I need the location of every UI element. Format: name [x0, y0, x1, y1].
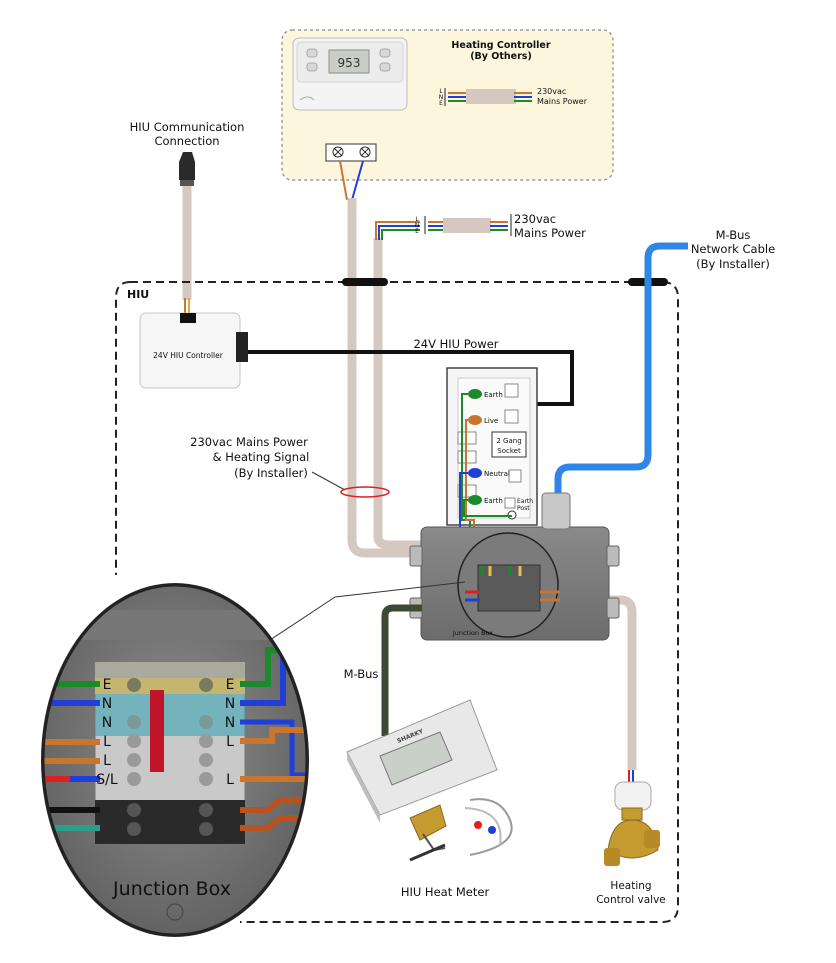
- thermostat-display: 953: [338, 56, 361, 70]
- lens-leader: [269, 596, 336, 641]
- mains-power-top-label: 230vac: [537, 87, 566, 96]
- mains-power-mid-label: 230vac: [514, 212, 556, 226]
- junction-box-small: [409, 492, 620, 641]
- socket-earth-post-label-2: Post: [517, 505, 530, 512]
- socket-2gang-label: 2 Gang: [496, 437, 521, 445]
- mbus-network-cable: [554, 242, 688, 600]
- mains-cable-top: [444, 88, 532, 106]
- socket-earth-post-label: Earth: [517, 498, 533, 505]
- mains-power-mid-label-2: Mains Power: [514, 226, 586, 240]
- neutral-terminal-icon: [468, 468, 482, 478]
- mains-heating-label-2: & Heating Signal: [213, 450, 310, 464]
- terminal-right-n1: N: [225, 696, 235, 712]
- junction-box-small-label: Junction Box: [452, 629, 493, 637]
- terminal-right-n2: N: [225, 715, 235, 731]
- terminal-left-l2: L: [103, 753, 111, 769]
- hiu-boundary: [130, 281, 679, 923]
- heating-valve-label-2: Control valve: [596, 894, 666, 906]
- mbus-network-label-3: (By Installer): [696, 257, 770, 271]
- heat-meter: SHARKY: [346, 699, 513, 862]
- terminal-right-l2: L: [226, 772, 234, 788]
- mbus-network-label-2: Network Cable: [691, 242, 775, 256]
- hiu-power-cable: [248, 350, 574, 406]
- hiu-controller: [139, 312, 248, 389]
- hiu-box-label: HIU: [127, 288, 149, 301]
- live-terminal-icon: [468, 415, 482, 425]
- mains-cable-mid: [375, 214, 512, 240]
- mbus-meter-label: M-Bus: [344, 667, 379, 681]
- lne-label-mid-e: E: [415, 228, 419, 235]
- junction-box-zoom-label: Junction Box: [112, 878, 231, 900]
- lne-label-top-n: N: [439, 94, 444, 101]
- lne-label-mid-l: L: [415, 216, 419, 223]
- earth2-terminal-icon: [468, 495, 482, 505]
- lne-label-top-e: E: [439, 100, 443, 107]
- mains-power-top-label-2: Mains Power: [537, 97, 588, 106]
- socket-earth-label: Earth: [484, 391, 503, 399]
- terminal-right-e: E: [226, 677, 235, 693]
- terminal-right-l1: L: [226, 734, 234, 750]
- mains-heating-label: 230vac Mains Power: [190, 435, 308, 449]
- hiu-comm-label-2: Connection: [154, 134, 219, 148]
- mains-heating-label-3: (By Installer): [234, 466, 308, 480]
- lens-leader-2: [334, 581, 466, 598]
- earth-terminal-icon: [468, 389, 482, 399]
- heating-controller-subtitle: (By Others): [470, 51, 532, 62]
- heating-valve-label: Heating: [610, 880, 651, 892]
- hiu-controller-label: 24V HIU Controller: [153, 351, 224, 360]
- socket-live-label: Live: [484, 417, 498, 425]
- heat-meter-label: HIU Heat Meter: [401, 885, 490, 899]
- mbus-network-label: M-Bus: [716, 228, 751, 242]
- mbus-meter-cable: [381, 604, 422, 736]
- hiu-comm-label: HIU Communication: [130, 120, 245, 134]
- terminal-left-n2: N: [102, 715, 112, 731]
- lne-label-top-l: L: [439, 88, 443, 95]
- terminal-left-sl: S/L: [96, 772, 118, 788]
- socket-neutral-label: Neutral: [484, 470, 510, 478]
- heating-control-valve: [604, 770, 660, 866]
- cable-highlight-ellipse: [340, 486, 390, 498]
- terminal-left-n1: N: [102, 696, 112, 712]
- terminal-left-e: E: [103, 677, 112, 693]
- heating-controller-title: Heating Controller: [451, 40, 550, 51]
- socket-earth2-label: Earth: [484, 497, 503, 505]
- hiu-boundary-left: [115, 281, 131, 575]
- terminal-left-l1: L: [103, 734, 111, 750]
- controller-terminal-block: [325, 143, 377, 201]
- lne-label-mid-n: N: [415, 222, 420, 229]
- mains-heating-leader: [311, 471, 346, 491]
- thermostat: 953: [292, 37, 408, 111]
- hiu-power-label: 24V HIU Power: [413, 337, 498, 351]
- socket-2gang-label-2: Socket: [497, 447, 521, 455]
- rj45-plug-icon: [179, 152, 195, 186]
- cable-gland-1: [342, 278, 388, 286]
